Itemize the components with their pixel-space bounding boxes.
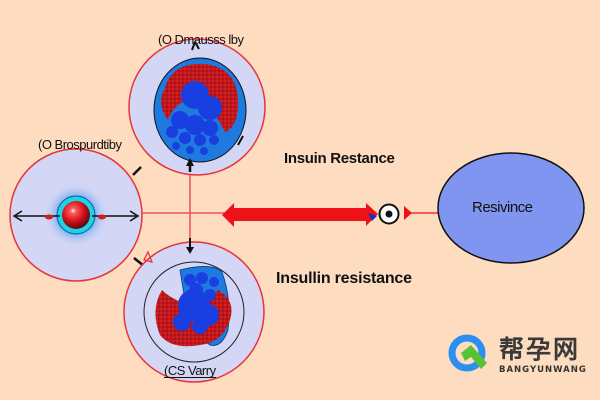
bottom-cell-blue-cluster <box>173 272 219 334</box>
bottom-cell <box>123 238 265 383</box>
watermark-logo-icon <box>448 334 487 372</box>
watermark-brand-en: BANGYUNWANG <box>499 365 587 375</box>
resistance-double-arrow <box>222 203 378 227</box>
receptor-eye-icon <box>378 203 400 225</box>
left-cell <box>9 148 148 282</box>
upper-annotation: Insuin Restance <box>284 150 395 167</box>
watermark-brand-cn: 帮孕网 <box>499 335 581 364</box>
left-cell-label: (O Brospurdtiby <box>38 137 122 152</box>
ellipse-label: Resivince <box>472 199 533 216</box>
small-arrowhead-icon <box>404 206 412 220</box>
top-cell <box>128 38 266 176</box>
top-cell-blue-cluster <box>166 81 222 155</box>
nucleus-sphere <box>62 201 90 229</box>
lower-annotation: Insullin resistance <box>276 270 412 287</box>
resistance-ellipse <box>437 152 585 264</box>
watermark: 帮孕网 BANGYUNWANG <box>443 330 593 378</box>
top-cell-label: (O Dmausss lby <box>158 32 244 47</box>
bottom-cell-label: (CS Varry <box>164 363 216 378</box>
